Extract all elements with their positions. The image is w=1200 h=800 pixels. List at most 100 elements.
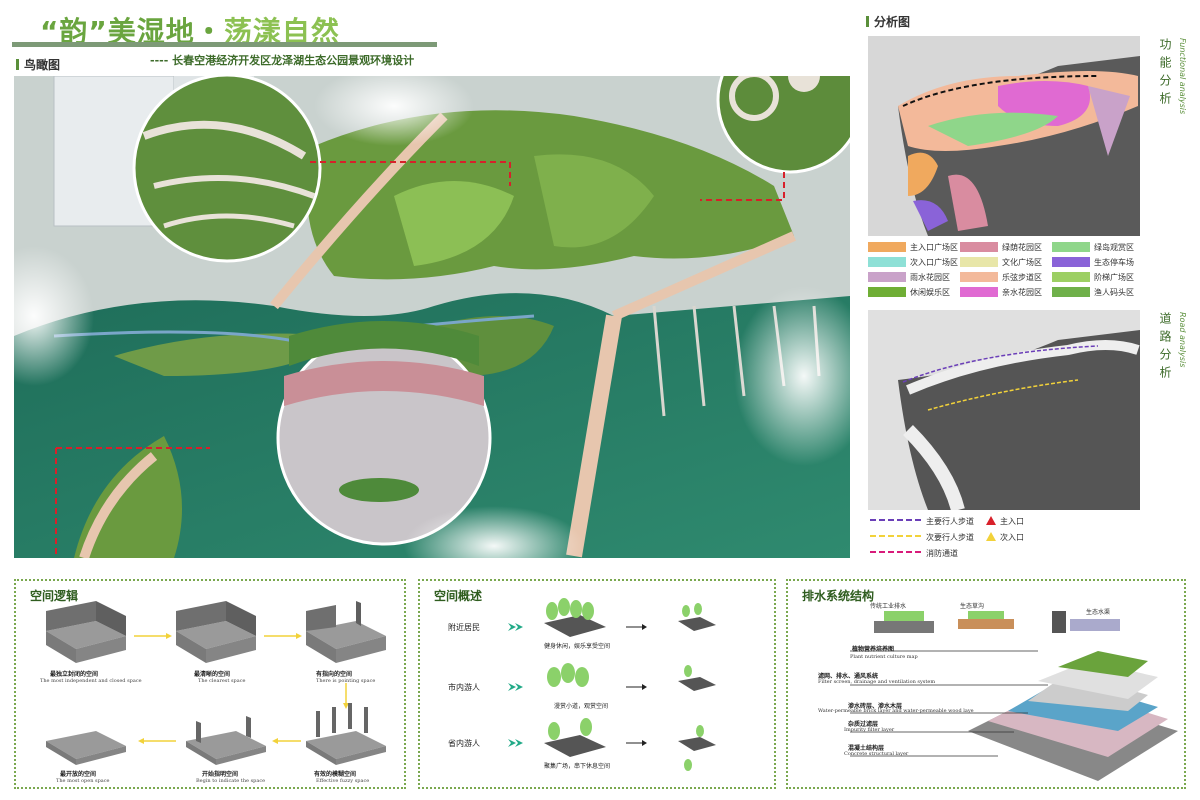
drainage-layer-4-en: Impurity filter layer [844,727,895,733]
legend-swatch [868,257,906,267]
functional-analysis-label: 功能分析 [1158,38,1172,110]
functional-legend-item: 休闲娱乐区 [868,287,950,298]
space-logic-illustrations [46,601,386,765]
space-plane-fuzzy [306,703,386,765]
drainage-layer-2: 滤网、排水、通风系统 [818,673,879,680]
space-logic-caption-6: 有效的模糊空间 [314,771,357,778]
space-logic-caption-4-en: The most open space [56,778,110,784]
yellow-triangle-icon [986,532,996,541]
space-logic-caption-4: 最开放的空间 [60,771,97,778]
zoom-circle-top-right [716,76,850,174]
space-plane-open [46,731,126,765]
aerial-illustration [14,76,850,558]
analysis-section-label: 分析图 [866,13,910,30]
space-box-pointing [306,601,386,663]
space-logic-caption-2: 最清晰的空间 [194,671,231,678]
space-logic-caption-1-en: The most independent and closed space [40,678,142,684]
space-logic-caption-3: 有指向的空间 [316,671,353,678]
legend-label: 次入口广场区 [910,258,958,267]
overview-label-province-visitors: 省内游人 [448,739,480,748]
legend-swatch [1052,242,1090,252]
zoom-circle-bottom [276,321,492,546]
legend-swatch [960,242,998,252]
overview-caption-3: 聚集广场，串下休息空间 [544,763,611,770]
red-triangle-icon [986,516,996,525]
road-analysis-map [868,310,1140,510]
functional-legend-item: 乐弦步道区 [960,272,1042,283]
drainage-title: 排水系统结构 [802,589,875,603]
drainage-layer-3: 渗水砖层、渗水木层 [848,703,903,710]
functional-analysis-label-en: Functional analysis [1178,38,1187,115]
road-analysis-label: 道路分析 [1158,312,1172,384]
legend-label: 阶梯广场区 [1094,273,1134,282]
space-overview-panel: 空间概述 附近居民 市内游人 省内游人 健身休闲，娱乐享受空间 漫赏小道，观赏空… [418,579,776,789]
road-analysis-label-en: Road analysis [1178,312,1187,368]
functional-legend-item: 亲水花园区 [960,287,1042,298]
zoom-circle-top-left [132,76,322,263]
overview-label-residents: 附近居民 [448,623,480,632]
drainage-top-label-1: 传统工业排水 [870,603,907,610]
legend-label: 文化广场区 [1002,258,1042,267]
legend-label: 生态停车场 [1094,258,1134,267]
title-underline-bar [12,42,437,47]
drainage-layer-3-en: Water-permeable brick layer and water-pe… [818,708,974,714]
legend-swatch [868,272,906,282]
space-box-clear [176,601,256,663]
legend-label: 亲水花园区 [1002,288,1042,297]
space-box-closed [46,601,126,663]
space-logic-caption-5-en: Begin to indicate the space [196,778,266,784]
road-legend-main-entrance: 主入口 [986,516,1024,527]
functional-legend-item: 阶梯广场区 [1052,272,1134,283]
functional-legend-item: 雨水花园区 [868,272,950,283]
functional-legend-item: 文化广场区 [960,257,1042,268]
functional-analysis-map [868,36,1140,236]
legend-swatch [1052,272,1090,282]
space-logic-caption-3-en: There is pointing space [316,678,376,684]
legend-swatch [1052,257,1090,267]
drainage-panel: 排水系统结构 传统工业排水 生态草沟 生态水渠 植物营养培养图 Plant nu… [786,579,1186,789]
functional-legend-item: 生态停车场 [1052,257,1134,268]
road-legend-fire-lane: 消防通道 [870,549,958,558]
legend-label: 休闲娱乐区 [910,288,950,297]
functional-legend-item: 主入口广场区 [868,242,958,253]
aerial-view-image [14,76,850,558]
space-logic-panel: 空间逻辑 [14,579,406,789]
space-overview-title: 空间概述 [434,589,483,603]
space-logic-caption-2-en: The clearest space [198,678,246,684]
drainage-layer-1: 植物营养培养图 [852,646,895,653]
functional-legend-item: 渔人码头区 [1052,287,1134,298]
legend-label: 绿荫花园区 [1002,243,1042,252]
legend-label: 主入口广场区 [910,243,958,252]
drainage-layer-5-en: Concrete structural layer [844,751,909,757]
page-subtitle: ---- 长春空港经济开发区龙泽湖生态公园景观环境设计 [150,54,415,67]
overview-label-city-visitors: 市内游人 [448,683,480,692]
functional-legend-item: 次入口广场区 [868,257,958,268]
legend-swatch [960,287,998,297]
road-legend-secondary-path: 次要行人步道 [870,533,974,542]
aerial-section-label: 鸟瞰图 [16,56,60,73]
road-legend-main-path: 主要行人步道 [870,517,974,526]
road-legend-secondary-entrance: 次入口 [986,532,1024,543]
legend-swatch [960,272,998,282]
overview-caption-1: 健身休闲，娱乐享受空间 [544,643,611,650]
functional-legend-item: 绿荫花园区 [960,242,1042,253]
drainage-layer-5: 混凝土结构层 [848,745,885,752]
drainage-layer-4: 杂质过滤层 [848,721,879,728]
legend-label: 雨水花园区 [910,273,950,282]
space-plane-begin [186,716,266,765]
drainage-layer-2-en: Filter screen, drainage and ventilation … [818,679,936,685]
legend-swatch [868,287,906,297]
zoom-connector-lines [55,161,785,558]
drainage-layer-1-en: Plant nutrient culture map [850,654,918,660]
space-logic-caption-5: 开始指明空间 [202,771,239,778]
legend-label: 渔人码头区 [1094,288,1134,297]
space-logic-caption-6-en: Effective fuzzy space [316,778,370,784]
space-logic-caption-1: 最独立封闭的空间 [50,671,99,678]
drainage-top-label-2: 生态草沟 [960,603,985,610]
legend-swatch [868,242,906,252]
drainage-illustrations [850,611,1178,781]
legend-swatch [1052,287,1090,297]
legend-label: 乐弦步道区 [1002,273,1042,282]
space-logic-title: 空间逻辑 [30,589,79,603]
drainage-top-label-3: 生态水渠 [1086,609,1111,616]
